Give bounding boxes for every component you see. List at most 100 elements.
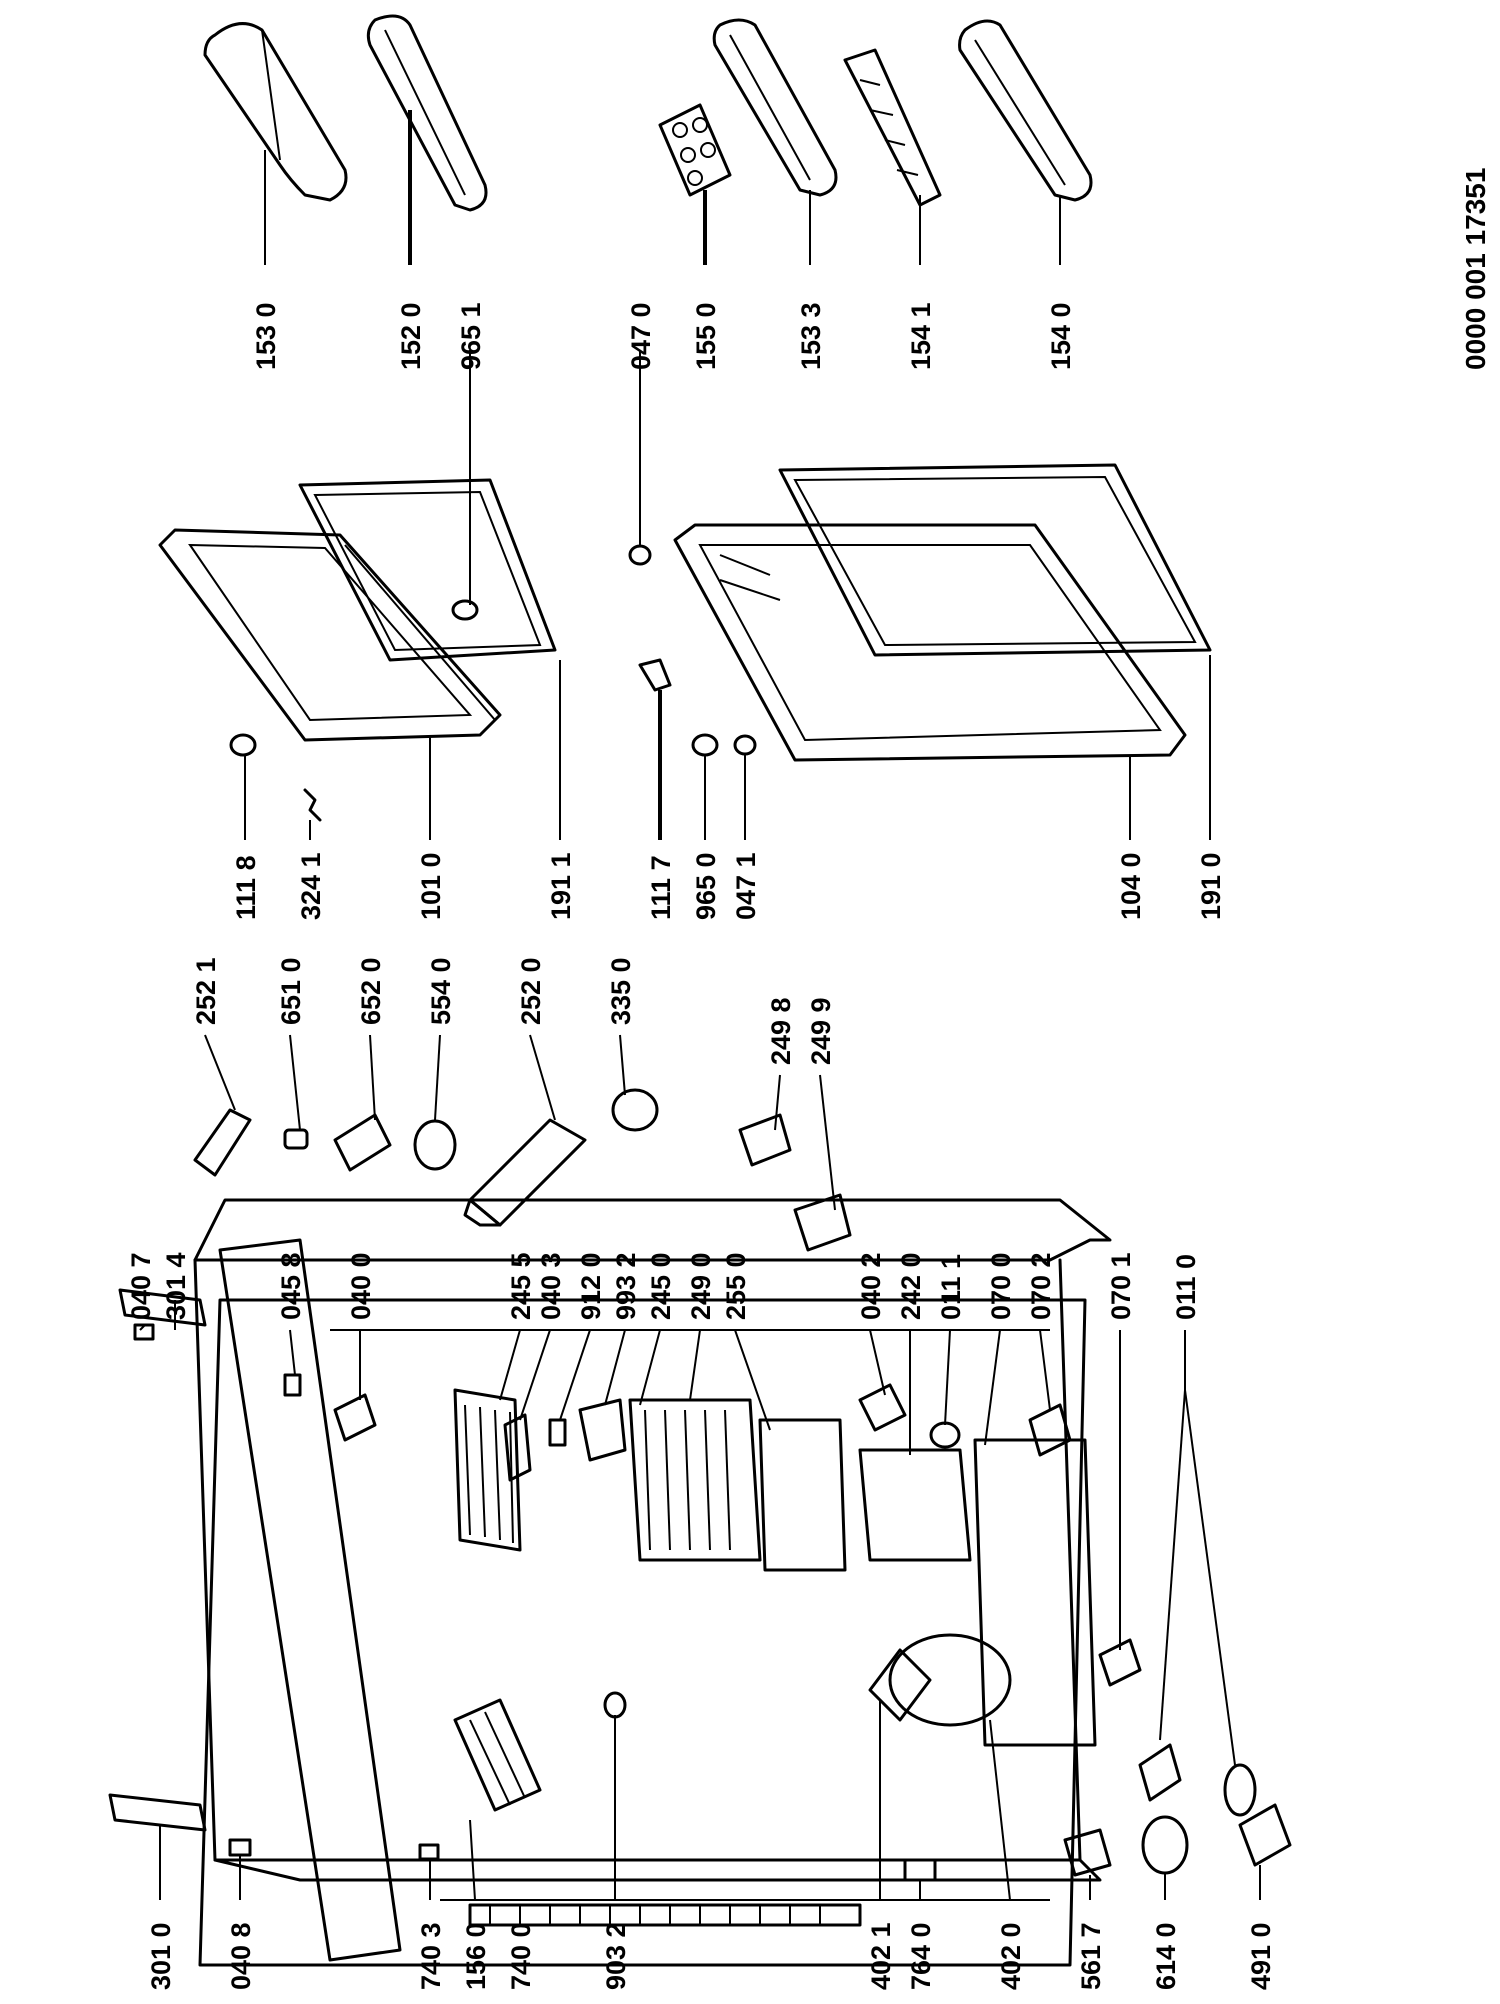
label-903-2: 903 2	[601, 1922, 631, 1990]
fridge-gasket-191-0	[778, 463, 1212, 840]
sensor-993-2	[578, 1329, 627, 1462]
label-324-1: 324 1	[296, 852, 326, 920]
label-040-2: 040 2	[856, 1252, 886, 1320]
screw-045-8	[283, 1329, 302, 1397]
hinge-040-3	[503, 1329, 551, 1482]
label-070-1: 070 1	[1106, 1252, 1136, 1320]
label-070-0: 070 0	[986, 1252, 1016, 1320]
door-pin-965-1	[451, 350, 479, 621]
foot-011-1	[929, 1329, 961, 1449]
label-652-0: 652 0	[356, 957, 386, 1025]
label-153-3: 153 3	[796, 302, 826, 370]
part-labels: 153 0 152 0 965 1 047 0 155 0 153 3 154 …	[126, 302, 1276, 1990]
shelf-glass-249-0	[628, 1329, 762, 1562]
label-301-4: 301 4	[161, 1252, 191, 1320]
hinge-bush-047-0	[628, 350, 652, 566]
door-shelf-152-0	[366, 14, 488, 265]
label-561-7: 561 7	[1076, 1922, 1106, 1990]
evaporator-245-0	[639, 1329, 661, 1406]
label-993-2: 993 2	[611, 1252, 641, 1320]
glass-shelf-255-0	[734, 1329, 847, 1572]
cabinet-body	[198, 1298, 1087, 1967]
label-335-0: 335 0	[606, 957, 636, 1025]
door-shelf-153-0	[203, 22, 348, 265]
door-shelf-154-1	[843, 48, 942, 265]
label-965-1: 965 1	[456, 302, 486, 370]
label-040-0: 040 0	[346, 1252, 376, 1320]
hinge-040-0	[333, 1330, 377, 1442]
knob-651-0	[283, 1034, 309, 1150]
label-155-0: 155 0	[691, 302, 721, 370]
ice-tray-156-0	[453, 1698, 542, 1901]
hinge-040-2	[858, 1329, 907, 1432]
label-154-1: 154 1	[906, 302, 936, 370]
label-651-0: 651 0	[276, 957, 306, 1025]
label-101-0: 101 0	[416, 852, 446, 920]
label-153-0: 153 0	[251, 302, 281, 370]
label-554-0: 554 0	[426, 957, 456, 1025]
label-070-2: 070 2	[1026, 1252, 1056, 1320]
label-764-0: 764 0	[906, 1922, 936, 1990]
support-249-8	[738, 1074, 792, 1167]
label-156-0: 156 0	[461, 1922, 491, 1990]
label-245-5: 245 5	[506, 1252, 536, 1320]
cover-491-0	[1238, 1803, 1292, 1900]
label-047-0: 047 0	[626, 302, 656, 370]
screw-912-0	[548, 1329, 591, 1447]
label-252-0: 252 0	[516, 957, 546, 1025]
freezer-door-101-0	[158, 528, 502, 840]
cover-070-0	[973, 1329, 1097, 1747]
label-245-0: 245 0	[646, 1252, 676, 1320]
label-154-0: 154 0	[1046, 302, 1076, 370]
label-912-0: 912 0	[576, 1252, 606, 1320]
label-301-0: 301 0	[146, 1922, 176, 1990]
label-740-3: 740 3	[416, 1922, 446, 1990]
foot-011-0	[1138, 1330, 1257, 1817]
document-number: 0000 001 17351	[1460, 168, 1491, 370]
label-255-0: 255 0	[721, 1252, 751, 1320]
label-011-1: 011 1	[936, 1254, 966, 1320]
condenser-740-0	[468, 1903, 862, 1927]
compressor-402-0	[888, 1633, 1012, 1901]
fastener-740-3	[418, 1843, 440, 1900]
base-764-0	[903, 1858, 937, 1900]
label-965-0: 965 0	[691, 852, 721, 920]
label-111-8: 111 8	[231, 855, 261, 920]
crisper-242-0	[858, 1330, 972, 1562]
door-shelf-153-3	[712, 18, 838, 265]
label-191-0: 191 0	[1196, 852, 1226, 920]
support-249-9	[793, 1074, 852, 1252]
label-402-0: 402 0	[996, 1922, 1026, 1990]
label-614-0: 614 0	[1151, 1922, 1181, 1990]
cap-111-8	[229, 733, 257, 840]
label-402-1: 402 1	[866, 1922, 896, 1990]
label-104-0: 104 0	[1116, 852, 1146, 920]
lamp-housing-252-0	[463, 1034, 587, 1227]
evaporator-245-5	[453, 1329, 522, 1552]
bracket-070-2	[1028, 1329, 1072, 1457]
door-shelf-154-0	[958, 19, 1093, 265]
starter-614-0	[1141, 1815, 1189, 1900]
label-249-0: 249 0	[686, 1252, 716, 1320]
label-040-8: 040 8	[226, 1922, 256, 1990]
bracket-301-4	[118, 1288, 207, 1330]
label-047-1: 047 1	[731, 852, 761, 920]
label-045-8: 045 8	[276, 1252, 306, 1320]
fastener-903-2	[603, 1691, 627, 1900]
hinge-bush-047-1	[733, 734, 757, 840]
label-252-1: 252 1	[191, 957, 221, 1025]
hinge-pin-965-0	[691, 733, 719, 840]
lamp-554-0	[413, 1034, 457, 1171]
thermostat-652-0	[333, 1034, 392, 1172]
thermostat-cover-252-1	[193, 1034, 252, 1177]
egg-tray-155-0	[658, 103, 732, 265]
label-740-0: 740 0	[506, 1922, 536, 1990]
knob-335-0	[611, 1034, 659, 1132]
label-040-3: 040 3	[536, 1252, 566, 1320]
label-040-7: 040 7	[126, 1252, 156, 1320]
clip-040-8	[228, 1838, 252, 1900]
label-152-0: 152 0	[396, 302, 426, 370]
label-191-1: 191 1	[546, 852, 576, 920]
label-011-0: 011 0	[1171, 1254, 1201, 1320]
